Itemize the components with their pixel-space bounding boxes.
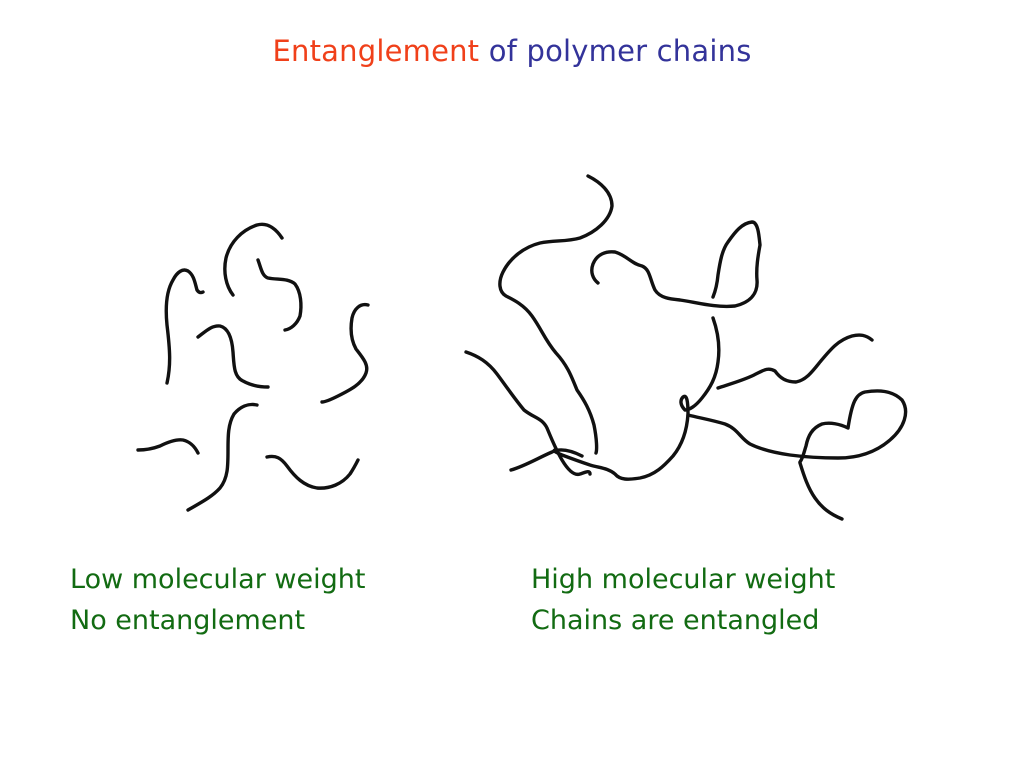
long-chain-7	[686, 389, 908, 464]
short-chain-5	[320, 302, 370, 404]
title-of-polymer-chains: of polymer chains	[488, 34, 752, 68]
short-chain-3	[256, 258, 303, 332]
long-chain-5	[509, 448, 584, 472]
low-molecular-weight-chains	[136, 222, 370, 512]
short-chain-8	[265, 454, 360, 490]
caption-high-line2: Chains are entangled	[531, 605, 820, 636]
title-entanglement: Entanglement	[272, 34, 480, 68]
high-molecular-weight-chains	[464, 174, 908, 521]
long-chain-2	[590, 220, 762, 309]
short-chain-6	[136, 438, 200, 455]
long-chain-8	[798, 461, 844, 521]
caption-low-line2: No entanglement	[70, 605, 306, 636]
slide-title: Entanglement of polymer chains	[0, 34, 1024, 68]
short-chain-2	[223, 222, 284, 297]
caption-low-line1: Low molecular weight	[70, 564, 366, 595]
caption-high-line1: High molecular weight	[531, 564, 836, 595]
short-chain-7	[186, 402, 259, 512]
caption-high-molecular-weight: High molecular weight Chains are entangl…	[531, 559, 835, 641]
long-chain-3	[552, 316, 721, 481]
long-chain-6	[716, 333, 874, 390]
long-chain-4	[464, 350, 592, 477]
short-chain-4	[196, 324, 270, 389]
caption-low-molecular-weight: Low molecular weight No entanglement	[70, 559, 365, 641]
short-chain-1	[164, 268, 205, 385]
long-chain-1	[498, 174, 614, 455]
